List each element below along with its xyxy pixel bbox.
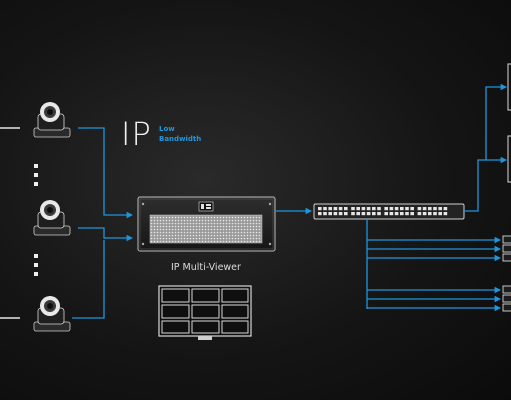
switch-port (318, 212, 322, 216)
switch-port (438, 212, 442, 216)
switch-downlinks (366, 219, 502, 312)
switch-port (417, 207, 422, 211)
switch-port (333, 212, 338, 216)
switch-port (394, 207, 399, 211)
switch-port (372, 212, 376, 216)
switch-port (428, 207, 432, 211)
switch-port (405, 212, 409, 216)
ellipsis-dots-lower (34, 254, 38, 276)
switch-port (372, 207, 376, 211)
switch-port (351, 212, 355, 216)
switch-port (410, 212, 414, 216)
switch-port (338, 212, 343, 216)
switch-port (351, 207, 355, 211)
network-switch-icon (313, 203, 465, 220)
switch-port (323, 207, 327, 211)
ptz-camera-icon (33, 200, 71, 236)
camera-link-top (78, 127, 134, 219)
low-bandwidth-label: Low Bandwidth (159, 124, 201, 144)
switch-port (405, 207, 409, 211)
switch-port (422, 212, 427, 216)
switch-port (318, 207, 322, 211)
camera-link-middle (78, 227, 134, 242)
switch-port (384, 207, 388, 211)
switch-port (328, 212, 332, 216)
camera-link-bottom (72, 240, 105, 319)
switch-port (438, 207, 442, 211)
switch-port (366, 212, 371, 216)
switch-port (422, 207, 427, 211)
switch-port (410, 207, 414, 211)
monitor-wall-icon (158, 285, 252, 340)
switch-port (394, 212, 399, 216)
switch-uplink (464, 83, 508, 212)
decoder-unit-icon (502, 235, 511, 312)
output-monitor-icon (507, 63, 511, 183)
switch-port (443, 207, 448, 211)
switch-port (400, 212, 404, 216)
switch-port (366, 207, 371, 211)
multiviewer-label: IP Multi-Viewer (171, 262, 241, 273)
switch-port (356, 212, 360, 216)
switch-port (433, 207, 437, 211)
ellipsis-dots-upper (34, 164, 38, 186)
switch-port (433, 212, 437, 216)
switch-port (384, 212, 388, 216)
rack-multiviewer-icon (137, 196, 276, 252)
switch-port (344, 207, 348, 211)
switch-port (377, 207, 381, 211)
ip-label: IP (121, 115, 152, 153)
ptz-camera-icon (33, 296, 71, 332)
switch-port (323, 212, 327, 216)
switch-port (333, 207, 338, 211)
switch-port (338, 207, 343, 211)
switch-port (328, 207, 332, 211)
ptz-camera-icon (33, 102, 71, 138)
switch-port (428, 212, 432, 216)
switch-port (389, 212, 394, 216)
switch-port (377, 212, 381, 216)
switch-port (417, 212, 422, 216)
switch-port (361, 207, 366, 211)
switch-port (443, 212, 448, 216)
switch-port (400, 207, 404, 211)
switch-port (356, 207, 360, 211)
switch-port (389, 207, 394, 211)
low-bandwidth-line-2: Bandwidth (159, 135, 202, 144)
switch-port (344, 212, 348, 216)
low-bandwidth-line-1: Low (159, 125, 175, 133)
switch-port (361, 212, 366, 216)
